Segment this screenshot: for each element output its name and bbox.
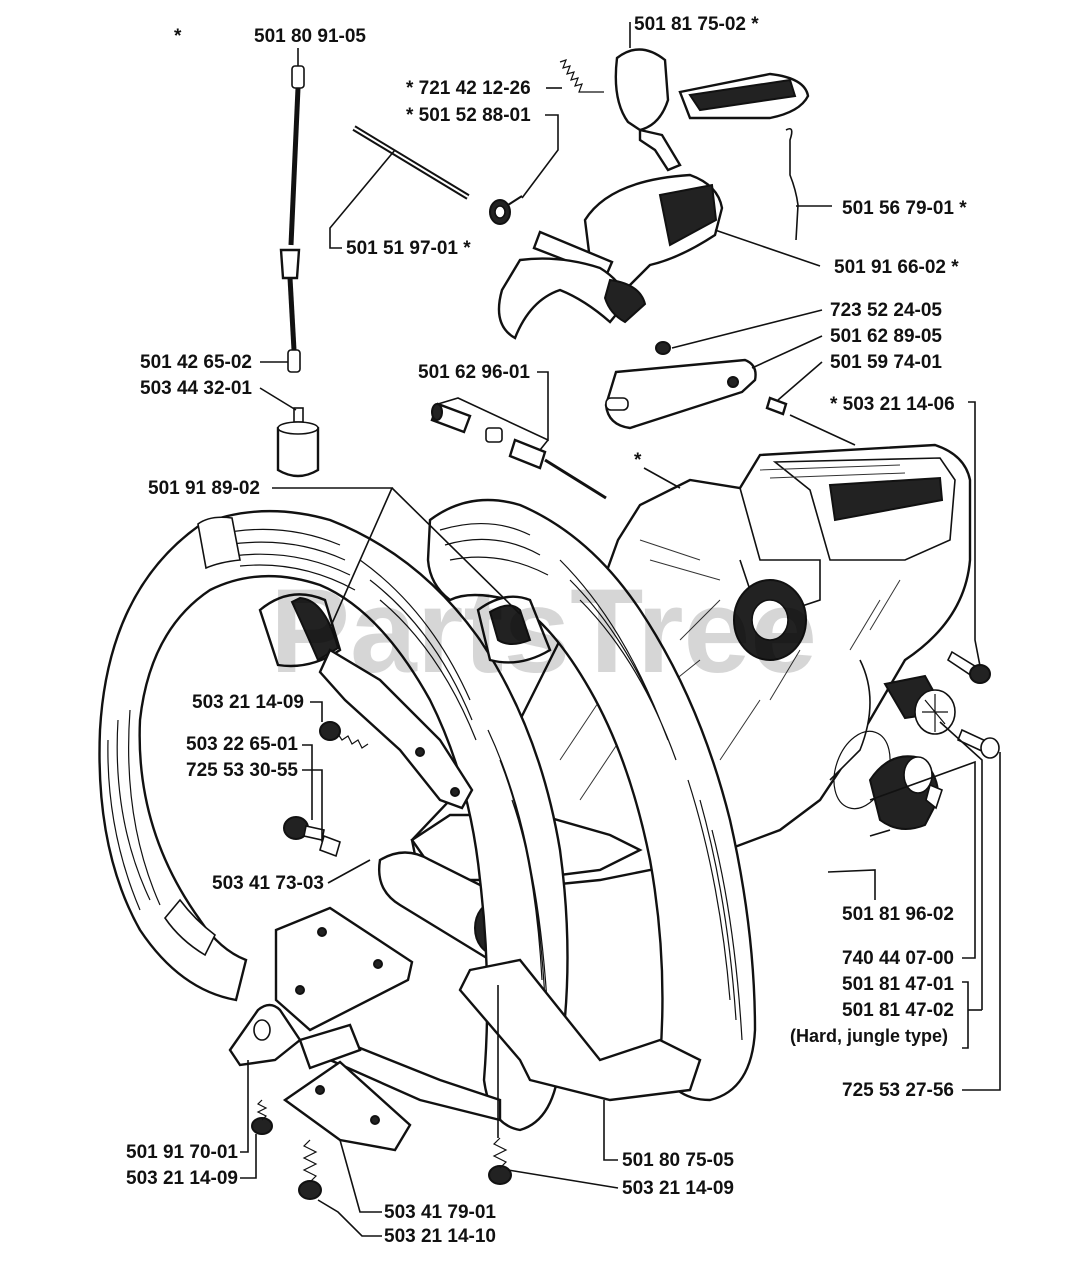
label-503-44-32-01: 503 44 32-01 [140, 378, 252, 399]
screw-upper-part [319, 721, 369, 749]
label-723-52-24-05: 723 52 24-05 [830, 300, 942, 321]
throttle-lockout-part [614, 48, 810, 172]
screw-right-part [946, 650, 991, 684]
label-501-62-89-05: 501 62 89-05 [830, 326, 942, 347]
label-501-59-74-01: 501 59 74-01 [830, 352, 942, 373]
screw-bottom-right-part [488, 1137, 512, 1185]
fuel-filter-part [276, 407, 320, 478]
lower-bracket-part [282, 1060, 412, 1152]
screw-bottom-left-part [251, 1099, 273, 1135]
screw-far-right-part [956, 728, 1000, 759]
label-501-62-96-01: 501 62 96-01 [418, 362, 530, 383]
label-501-80-91-05: 501 80 91-05 [254, 26, 366, 47]
label-501-80-75-05: 501 80 75-05 [622, 1150, 734, 1171]
label-501-91-89-02: 501 91 89-02 [148, 478, 260, 499]
label-501-91-70-01: 501 91 70-01 [126, 1142, 238, 1163]
watermark: PartsTree [270, 564, 817, 698]
pin-part [352, 125, 470, 200]
label-501-42-65-02: 501 42 65-02 [140, 352, 252, 373]
label-725-53-27-56: 725 53 27-56 [842, 1080, 954, 1101]
throttle-trigger-part [497, 173, 724, 340]
rubber-buffer-part [868, 755, 943, 830]
front-bracket-part [228, 906, 414, 1070]
leader-lines [240, 22, 1001, 1237]
label-721-42-12-26: * 721 42 12-26 [406, 78, 531, 99]
label-hard-jungle-type: (Hard, jungle type) [790, 1026, 948, 1046]
label-body-star: * [634, 450, 642, 471]
label-501-81-47-02: 501 81 47-02 [842, 1000, 954, 1021]
label-503-21-14-09-upper: 503 21 14-09 [192, 692, 304, 713]
label-503-41-79-01: 503 41 79-01 [384, 1202, 496, 1223]
part-labels: * 501 80 91-05 501 81 75-02 * * 721 42 1… [126, 14, 967, 1247]
label-501-81-47-01: 501 81 47-01 [842, 974, 954, 995]
throttle-cable-part [279, 65, 305, 373]
support-arm-part [318, 648, 474, 810]
label-501-81-96-02: 501 81 96-02 [842, 904, 954, 925]
label-740-44-07-00: 740 44 07-00 [842, 948, 954, 969]
spring-part [559, 59, 604, 93]
choke-rod-part [430, 402, 607, 500]
chainsaw-body-part [410, 443, 972, 892]
trigger-spring-part [489, 195, 523, 225]
label-501-91-66-02: 501 91 66-02 * [834, 257, 959, 278]
label-501-51-97-01: 501 51 97-01 * [346, 238, 471, 259]
label-503-21-14-09-left: 503 21 14-09 [126, 1168, 238, 1189]
dowel-pin-part [765, 396, 788, 416]
label-725-53-30-55: 725 53 30-55 [186, 760, 298, 781]
label-503-41-73-03: 503 41 73-03 [212, 873, 324, 894]
trigger-plate-part [604, 358, 757, 430]
lockout-wire-part [785, 127, 799, 241]
front-handle-part [98, 509, 569, 1132]
label-503-21-14-10: 503 21 14-10 [384, 1226, 496, 1247]
label-501-56-79-01: 501 56 79-01 * [842, 198, 967, 219]
label-503-22-65-01: 503 22 65-01 [186, 734, 298, 755]
handle-bar-part [328, 498, 757, 1122]
label-501-52-88-01: * 501 52 88-01 [406, 105, 531, 126]
bolt-nut-part [283, 816, 341, 858]
screw-bottom-middle-part [298, 1139, 322, 1200]
label-top-star: * [174, 26, 182, 47]
label-503-21-14-06: * 503 21 14-06 [830, 394, 955, 415]
grip-sleeve-part [258, 593, 552, 668]
washer-part [655, 341, 671, 355]
label-501-81-75-02: 501 81 75-02 * [634, 14, 759, 35]
label-503-21-14-09-right: 503 21 14-09 [622, 1178, 734, 1199]
buffer-part [883, 674, 956, 735]
